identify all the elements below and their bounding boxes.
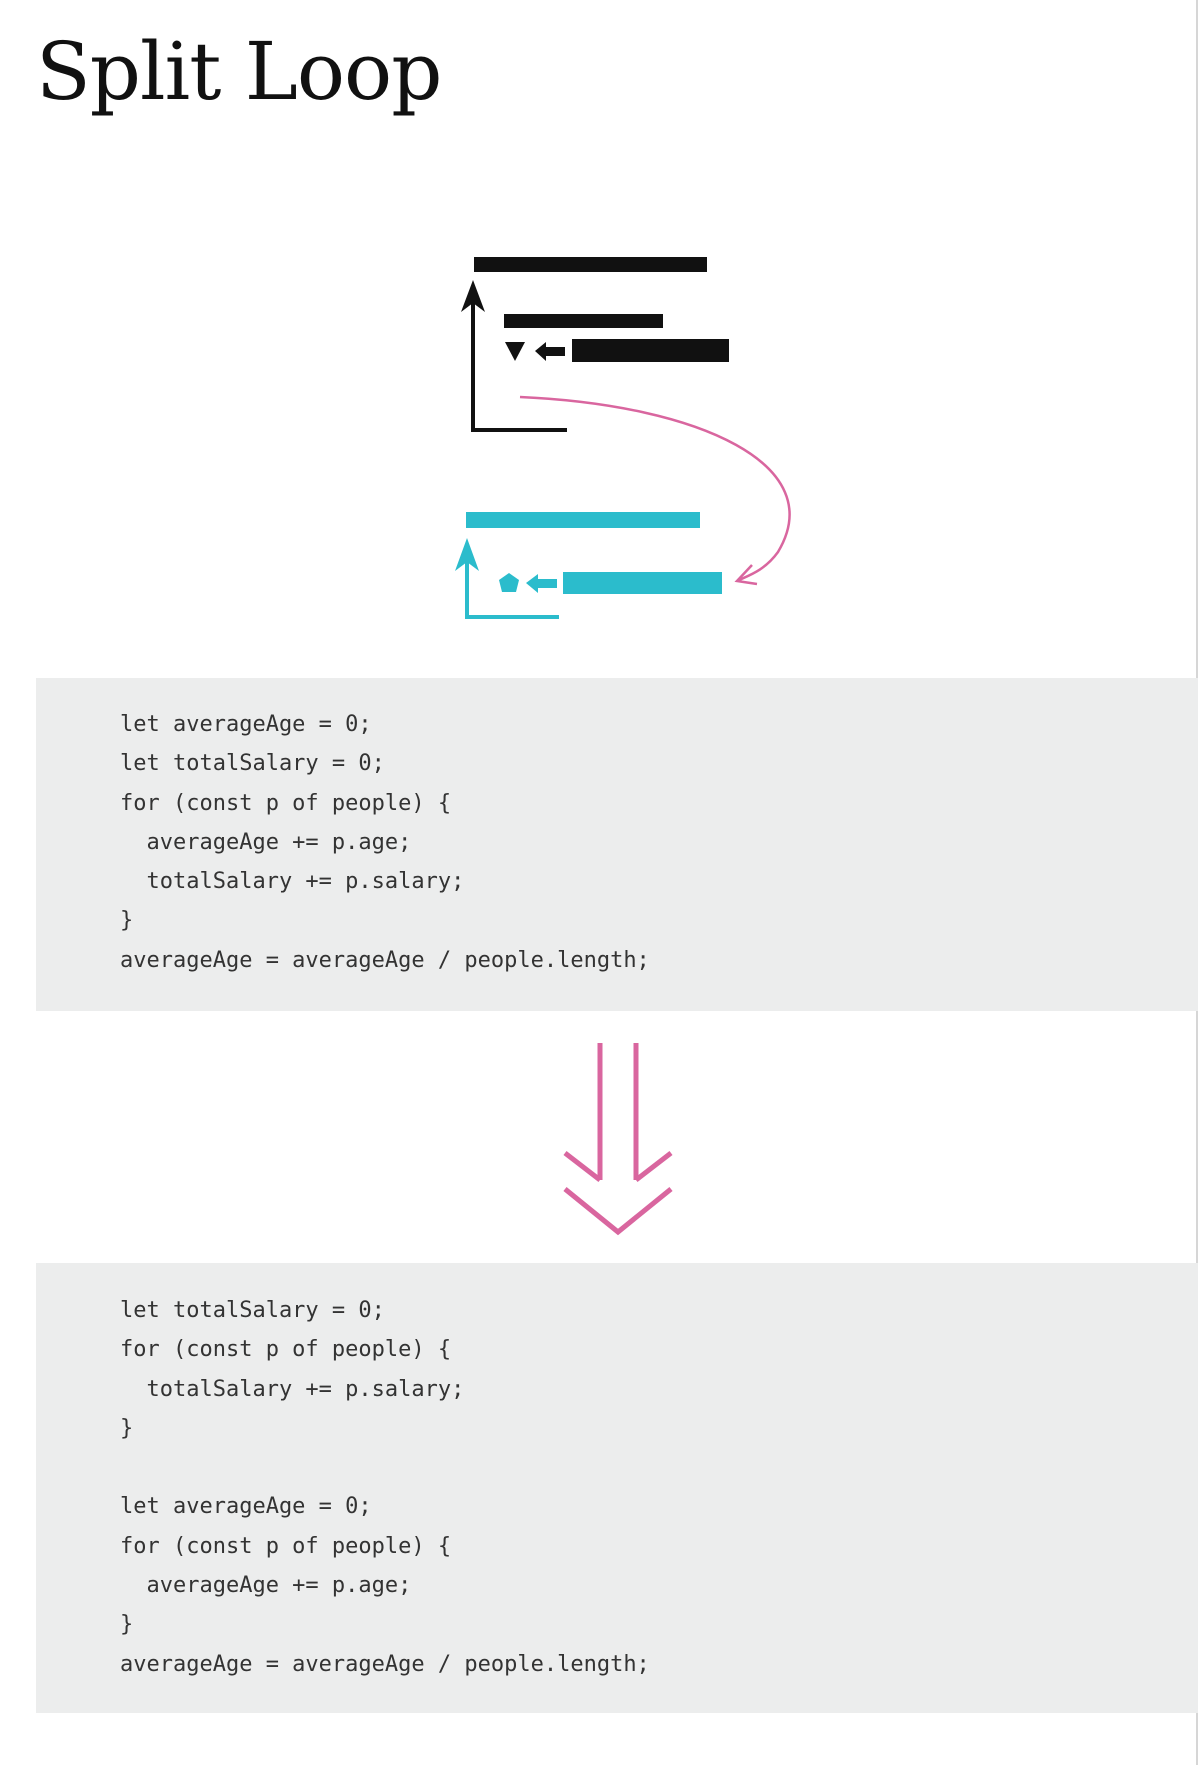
split-loop-icon — [455, 512, 722, 619]
code-line: averageAge += p.age; — [120, 1573, 412, 1599]
code-line: for (const p of people) { — [120, 790, 452, 816]
code-line: totalSalary += p.salary; — [120, 1376, 465, 1402]
code-listing-after: let totalSalary = 0; for (const p of peop… — [120, 1291, 650, 1684]
code-line: averageAge = averageAge / people.length; — [120, 947, 650, 973]
code-line: } — [120, 1612, 134, 1638]
transform-arrow-icon — [563, 1043, 673, 1236]
statement-bar-top — [474, 257, 707, 272]
statement-bar-middle — [504, 314, 663, 328]
code-line: let averageAge = 0; — [120, 712, 372, 737]
loop-back-arrow-line — [471, 290, 567, 432]
extract-curve-arrow — [519, 395, 791, 586]
code-block-after: let totalSalary = 0; for (const p of peop… — [36, 1263, 1198, 1713]
statement-bar-right — [572, 339, 729, 362]
code-line: } — [120, 908, 134, 934]
arrow-up-icon — [461, 280, 485, 312]
code-block-before: let averageAge = 0; let totalSalary = 0; f… — [36, 678, 1198, 1011]
code-line: averageAge += p.age; — [120, 829, 412, 855]
original-loop-icon — [461, 257, 729, 432]
arrow-left-icon — [535, 342, 565, 361]
cyan-bar-top — [466, 512, 700, 528]
cyan-bar-right — [563, 572, 722, 594]
code-line: } — [120, 1415, 134, 1441]
page-title: Split Loop — [36, 25, 442, 118]
code-line: for (const p of people) { — [120, 1533, 452, 1559]
code-listing-before: let averageAge = 0; let totalSalary = 0; f… — [120, 705, 650, 980]
pentagon-icon — [499, 573, 519, 592]
triangle-down-icon — [505, 342, 525, 361]
code-line: let totalSalary = 0; — [120, 1298, 385, 1323]
cyan-arrow-up-icon — [455, 538, 479, 571]
code-line: let totalSalary = 0; — [120, 751, 385, 777]
code-line: let averageAge = 0; — [120, 1494, 372, 1520]
cyan-arrow-left-icon — [526, 574, 557, 593]
curve-arrow-head-icon — [734, 564, 758, 586]
cyan-loop-back-line — [465, 548, 559, 619]
code-line: totalSalary += p.salary; — [120, 869, 465, 895]
code-line: averageAge = averageAge / people.length; — [120, 1651, 650, 1677]
code-line-blank — [120, 1448, 650, 1487]
code-line: for (const p of people) { — [120, 1337, 452, 1363]
